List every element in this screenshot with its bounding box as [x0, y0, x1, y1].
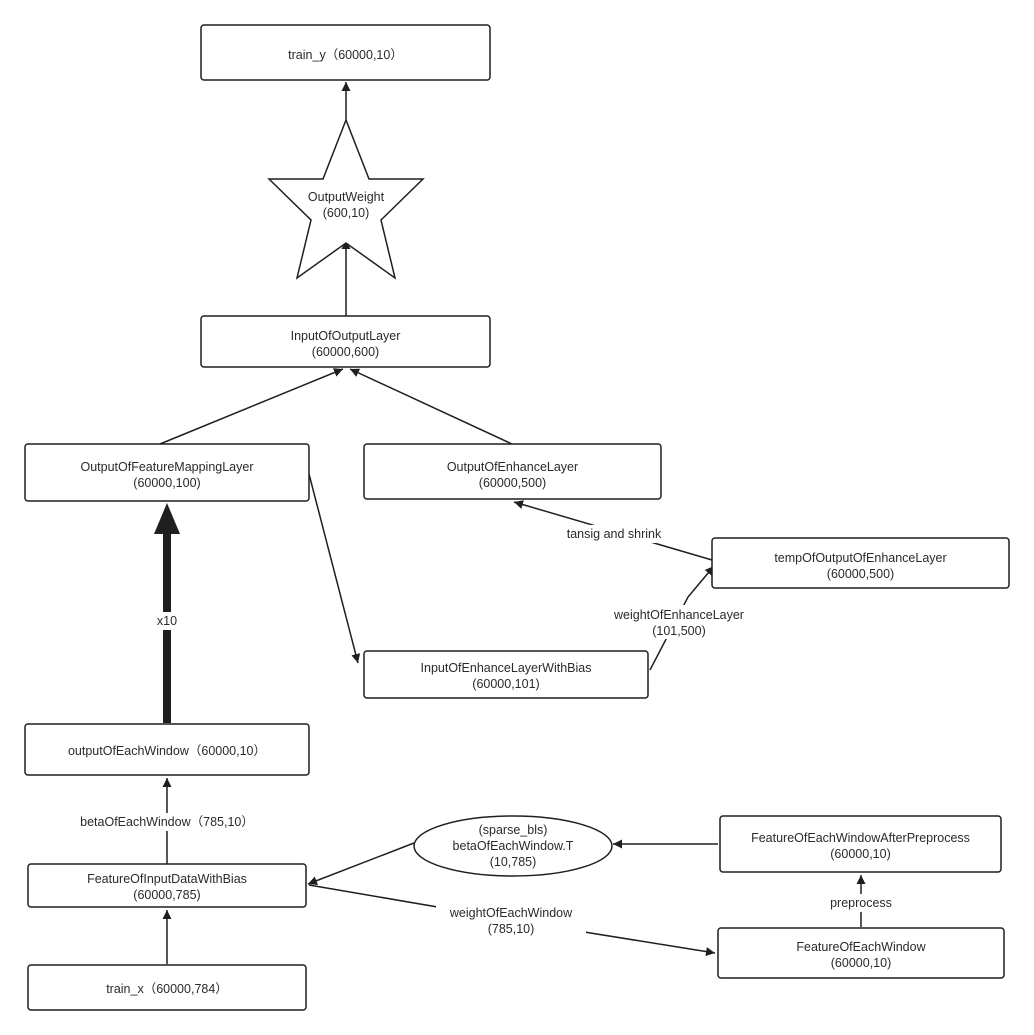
node-label-line: (60000,785) [133, 888, 200, 902]
edge-label-line: tansig and shrink [567, 527, 662, 541]
node-label-line: train_y（60000,10） [288, 48, 403, 62]
node-label-line: OutputOfFeatureMappingLayer [80, 460, 253, 474]
node-feature-of-each-window: FeatureOfEachWindow (60000,10) [717, 927, 1005, 979]
node-label-line: InputOfOutputLayer [291, 329, 401, 343]
node-label-line: (60000,10) [830, 847, 890, 861]
edge-sparsebls-to-featureinput [307, 842, 415, 885]
thick-arrowhead [154, 503, 180, 534]
node-output-weight-star: OutputWeight (600,10) [267, 117, 425, 280]
node-label-line: train_x（60000,784） [106, 982, 228, 996]
node-output-of-feature-mapping-layer: OutputOfFeatureMappingLayer (60000,100) [24, 443, 310, 502]
node-temp-of-output-of-enhance-layer: tempOfOutputOfEnhanceLayer (60000,500) [711, 537, 1010, 589]
node-sparse-bls-ellipse: (sparse_bls) betaOfEachWindow.T (10,785) [413, 815, 613, 877]
edge-label-weight-of-enhance-layer: weightOfEnhanceLayer (101,500) [600, 605, 758, 639]
node-train-x: train_x（60000,784） [27, 964, 307, 1011]
node-output-of-enhance-layer: OutputOfEnhanceLayer (60000,500) [363, 443, 662, 500]
edge-label-line: betaOfEachWindow（785,10） [80, 815, 254, 829]
node-label-line: FeatureOfEachWindow [796, 940, 926, 954]
edge-label-line: (785,10) [488, 922, 535, 936]
node-label-line: (sparse_bls) [479, 823, 548, 837]
node-feature-of-input-data-with-bias: FeatureOfInputDataWithBias (60000,785) [27, 863, 307, 908]
edge-label-preprocess: preprocess [820, 894, 902, 912]
node-label-line: (60000,101) [472, 677, 539, 691]
node-label-line: (60000,500) [479, 476, 546, 490]
node-label-line: betaOfEachWindow.T [453, 839, 574, 853]
edge-label-line: weightOfEnhanceLayer [613, 608, 744, 622]
node-label-line: (600,10) [323, 206, 370, 220]
edge-label-tansig-and-shrink: tansig and shrink [556, 525, 672, 543]
edge-featuremapping-to-inputofenhancelayer [308, 473, 361, 664]
node-input-of-output-layer: InputOfOutputLayer (60000,600) [200, 315, 491, 368]
node-label-line: tempOfOutputOfEnhanceLayer [774, 551, 946, 565]
edge-label-line: weightOfEachWindow [449, 906, 573, 920]
edge-inputofenhancelayer-to-tempenhance [649, 565, 715, 671]
edge-label-line: (101,500) [652, 624, 706, 638]
node-label-line: (10,785) [490, 855, 537, 869]
edge-label-weight-of-each-window: weightOfEachWindow (785,10) [436, 904, 586, 938]
node-output-of-each-window: outputOfEachWindow（60000,10） [24, 723, 310, 776]
node-feature-of-each-window-after-preprocess: FeatureOfEachWindowAfterPreprocess (6000… [719, 815, 1002, 873]
edge-label-x10: x10 [150, 612, 184, 630]
edge-label-line: x10 [157, 614, 177, 628]
node-label-line: (60000,100) [133, 476, 200, 490]
edge-label-line: preprocess [830, 896, 892, 910]
edge-label-beta-of-each-window: betaOfEachWindow（785,10） [64, 813, 270, 831]
node-input-of-enhance-layer-with-bias: InputOfEnhanceLayerWithBias (60000,101) [363, 650, 649, 699]
node-label-line: FeatureOfEachWindowAfterPreprocess [751, 831, 970, 845]
node-label-line: (60000,600) [312, 345, 379, 359]
node-label-line: OutputOfEnhanceLayer [447, 460, 578, 474]
node-label-line: (60000,500) [827, 567, 894, 581]
node-label-line: (60000,10) [831, 956, 891, 970]
edge-enhancelayer-to-inputofoutputlayer [349, 368, 513, 445]
node-label-line: FeatureOfInputDataWithBias [87, 872, 247, 886]
node-label-line: OutputWeight [308, 190, 385, 204]
node-label-line: InputOfEnhanceLayerWithBias [421, 661, 592, 675]
node-label-line: outputOfEachWindow（60000,10） [68, 744, 266, 758]
node-train-y: train_y（60000,10） [200, 24, 491, 81]
edge-featuremapping-to-inputofoutputlayer [159, 368, 344, 445]
